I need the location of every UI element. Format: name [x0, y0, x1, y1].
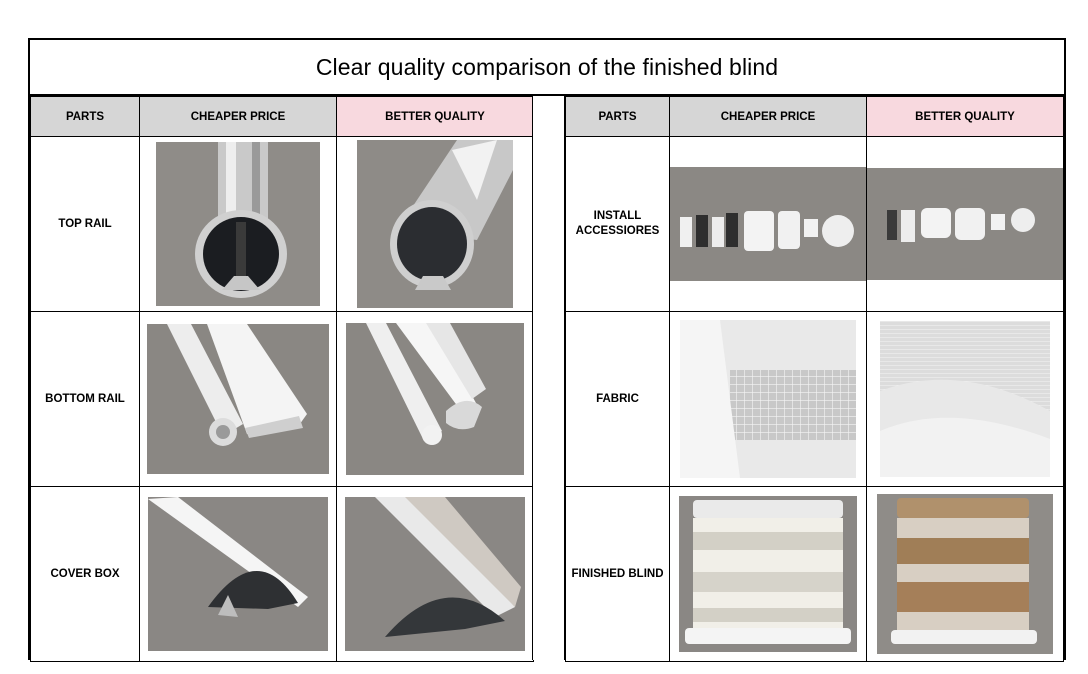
top-rail-quality-photo: [357, 140, 513, 308]
part-label: FINISHED BLIND: [565, 486, 670, 662]
fabric-cheap-photo: [680, 320, 856, 478]
part-label: COVER BOX: [30, 486, 140, 662]
finished-blind-quality-photo: [877, 494, 1053, 654]
fabric-quality-photo: [880, 321, 1050, 477]
accessories-quality-photo: [867, 168, 1063, 280]
table-row: COVER BOX: [30, 486, 534, 662]
header-cheaper-price: CHEAPER PRICE: [139, 96, 337, 137]
cheaper-photo-cell: [139, 486, 337, 662]
finished-blind-cheap-photo: [679, 496, 857, 652]
better-photo-cell: [866, 486, 1064, 662]
table-row: FABRIC: [565, 311, 1064, 487]
header-better-quality: BETTER QUALITY: [866, 96, 1064, 137]
part-label: TOP RAIL: [30, 136, 140, 312]
header-parts: PARTS: [30, 96, 140, 137]
right-header-row: PARTS CHEAPER PRICE BETTER QUALITY: [565, 96, 1064, 137]
table-row: TOP RAIL: [30, 136, 534, 312]
better-photo-cell: [336, 311, 534, 487]
table-divider-gap: [532, 96, 565, 660]
cheaper-photo-cell: [139, 136, 337, 312]
bottom-rail-quality-photo: [346, 323, 524, 475]
better-photo-cell: [866, 311, 1064, 487]
better-photo-cell: [866, 136, 1064, 312]
accessories-cheap-photo: [670, 167, 866, 281]
part-label: BOTTOM RAIL: [30, 311, 140, 487]
better-photo-cell: [336, 486, 534, 662]
cheaper-photo-cell: [669, 136, 867, 312]
page-title: Clear quality comparison of the finished…: [30, 40, 1064, 96]
right-comparison-table: PARTS CHEAPER PRICE BETTER QUALITY INSTA…: [565, 96, 1064, 662]
comparison-sheet: Clear quality comparison of the finished…: [28, 38, 1066, 662]
top-rail-cheap-photo: [156, 142, 320, 306]
cheaper-photo-cell: [139, 311, 337, 487]
cheaper-photo-cell: [669, 311, 867, 487]
bottom-rail-cheap-photo: [147, 324, 329, 474]
left-header-row: PARTS CHEAPER PRICE BETTER QUALITY: [30, 96, 534, 137]
table-row: BOTTOM RAIL: [30, 311, 534, 487]
cover-box-quality-photo: [345, 497, 525, 651]
left-comparison-table: PARTS CHEAPER PRICE BETTER QUALITY TOP R…: [30, 96, 534, 662]
cover-box-cheap-photo: [148, 497, 328, 651]
cheaper-photo-cell: [669, 486, 867, 662]
better-photo-cell: [336, 136, 534, 312]
header-better-quality: BETTER QUALITY: [336, 96, 534, 137]
header-cheaper-price: CHEAPER PRICE: [669, 96, 867, 137]
part-label: FABRIC: [565, 311, 670, 487]
header-parts: PARTS: [565, 96, 670, 137]
table-row: FINISHED BLIND: [565, 486, 1064, 662]
